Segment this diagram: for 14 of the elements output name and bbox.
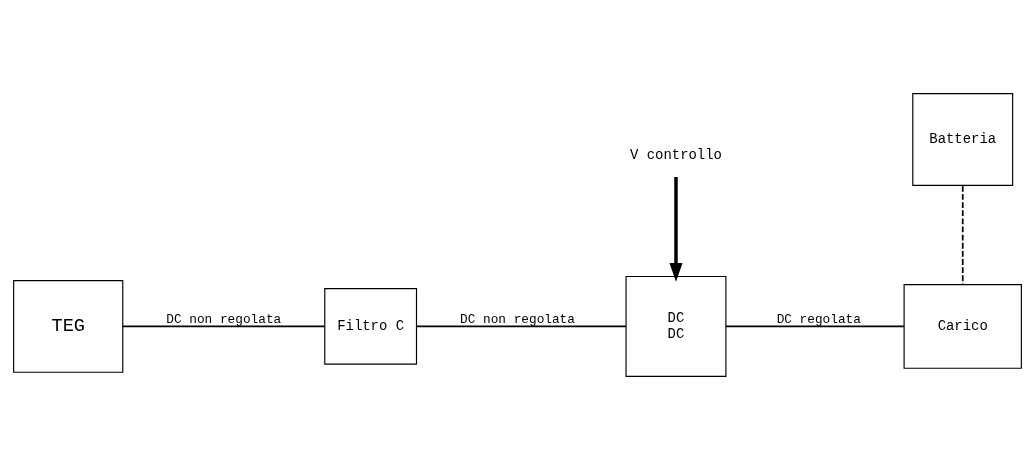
connector xyxy=(121,325,325,328)
edge-label: DC regolata xyxy=(776,311,861,327)
node-box: Carico xyxy=(903,284,1022,369)
node-text: V controllo xyxy=(629,147,722,164)
node-box: Batteria xyxy=(911,93,1013,186)
node-box: Filtro C xyxy=(323,288,417,365)
node-box: DC DC xyxy=(624,275,726,377)
connector xyxy=(961,185,964,286)
connector xyxy=(415,325,627,328)
arrow xyxy=(668,177,682,282)
connector xyxy=(724,325,905,328)
edge-label: DC non regolata xyxy=(165,311,281,327)
edge-label: DC non regolata xyxy=(459,311,575,327)
node-box: TEG xyxy=(12,280,123,373)
